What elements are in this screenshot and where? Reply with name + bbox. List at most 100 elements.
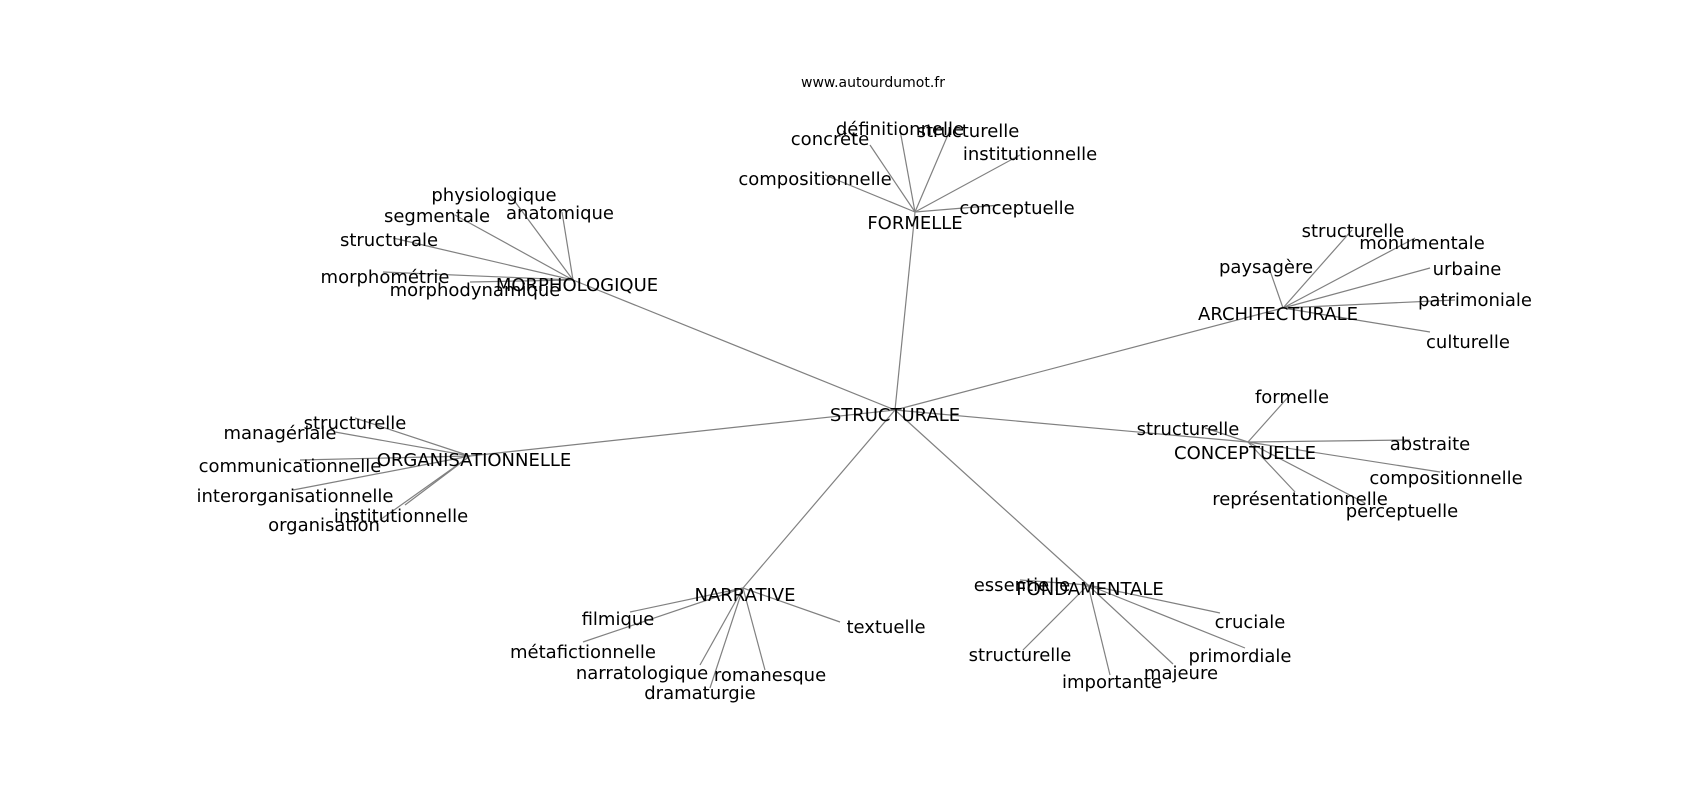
node-hub-morphologique[interactable]: MORPHOLOGIQUE (496, 275, 658, 296)
edge-morphologique-segmentale (454, 214, 574, 281)
edge-organisationnelle-organisation (379, 455, 471, 521)
node-leaf-romanesque[interactable]: romanesque (714, 665, 826, 686)
node-leaf-concrete[interactable]: concrète (791, 129, 869, 150)
node-root-structurale[interactable]: STRUCTURALE (830, 405, 960, 426)
node-leaf-communicationnelle[interactable]: communicationnelle (199, 456, 382, 477)
edge-conceptuelle-abstraite (1247, 439, 1411, 443)
node-leaf-patrimoniale[interactable]: patrimoniale (1418, 290, 1532, 311)
node-hub-conceptuelle[interactable]: CONCEPTUELLE (1174, 443, 1316, 464)
node-leaf-institutionnelle[interactable]: institutionnelle (334, 506, 468, 527)
edge-narrative-dramaturgie (709, 587, 744, 689)
node-leaf-structurelle[interactable]: structurelle (1302, 221, 1405, 242)
node-leaf-textuelle[interactable]: textuelle (846, 617, 925, 638)
edge-formelle-conceptuelle (914, 204, 1001, 213)
edge-morphologique-physiologique (509, 194, 574, 281)
edge-organisationnelle-manageriale (334, 431, 471, 457)
edge-root-narrative (742, 409, 896, 589)
node-leaf-compositionnelle[interactable]: compositionnelle (1369, 468, 1522, 489)
edge-formelle-structurelle (914, 129, 951, 213)
edge-conceptuelle-compositionnelle (1247, 441, 1441, 473)
node-leaf-narratologique[interactable]: narratologique (576, 663, 708, 684)
node-hub-narrative[interactable]: NARRATIVE (695, 585, 796, 606)
node-leaf-structurale[interactable]: structurale (340, 230, 438, 251)
node-leaf-morphodynamique[interactable]: morphodynamique (390, 280, 561, 301)
edge-formelle-definitionnelle (899, 129, 916, 213)
edge-morphologique-structurale (392, 237, 574, 281)
edge-narrative-textuelle (742, 587, 841, 623)
edge-organisationnelle-interorganisationnelle (292, 455, 471, 491)
edge-root-architecturale (894, 307, 1284, 411)
edge-root-fondamentale (894, 409, 1089, 586)
edge-narrative-metafictionnelle (582, 587, 744, 643)
node-hub-architecturale[interactable]: ARCHITECTURALE (1198, 304, 1358, 325)
edge-architecturale-patrimoniale (1282, 299, 1456, 309)
edge-architecturale-urbaine (1282, 267, 1431, 309)
node-leaf-culturelle[interactable]: culturelle (1426, 332, 1510, 353)
node-leaf-organisation[interactable]: organisation (268, 515, 380, 536)
node-leaf-essentielle[interactable]: essentielle (974, 575, 1071, 596)
edge-formelle-compositionnelle (824, 174, 916, 213)
edges-layer (292, 129, 1456, 689)
edge-root-morphologique (572, 279, 896, 411)
labels-layer: STRUCTURALEFORMELLEdéfinitionnellestruct… (197, 119, 1532, 704)
node-leaf-manageriale[interactable]: managériale (223, 423, 336, 444)
node-leaf-filmique[interactable]: filmique (582, 609, 655, 630)
node-leaf-cruciale[interactable]: cruciale (1215, 612, 1286, 633)
edge-organisationnelle-communicationnelle (299, 455, 471, 461)
edge-fondamentale-structurelle (1022, 584, 1089, 651)
edge-formelle-concrete (869, 144, 916, 213)
node-leaf-representationnelle[interactable]: représentationnelle (1212, 489, 1388, 510)
node-hub-formelle[interactable]: FORMELLE (867, 213, 962, 234)
node-leaf-formelle[interactable]: formelle (1255, 387, 1329, 408)
edge-morphologique-morphometrie (382, 271, 574, 281)
node-hub-organisationnelle[interactable]: ORGANISATIONNELLE (377, 450, 572, 471)
edge-architecturale-paysagere (1267, 264, 1284, 309)
edge-conceptuelle-formelle (1247, 394, 1291, 443)
node-leaf-morphometrie[interactable]: morphométrie (321, 267, 450, 288)
node-leaf-dramaturgie[interactable]: dramaturgie (644, 683, 755, 704)
node-leaf-anatomique[interactable]: anatomique (506, 203, 614, 224)
edge-organisationnelle-structurelle (354, 417, 471, 457)
edge-narrative-romanesque (742, 587, 766, 671)
edge-narrative-filmique (629, 587, 744, 613)
node-leaf-paysagere[interactable]: paysagère (1219, 257, 1313, 278)
edge-fondamentale-cruciale (1087, 584, 1221, 614)
edge-conceptuelle-representationnelle (1247, 441, 1296, 493)
node-leaf-segmentale[interactable]: segmentale (384, 206, 490, 227)
node-leaf-institutionnelle[interactable]: institutionnelle (963, 144, 1097, 165)
node-leaf-urbaine[interactable]: urbaine (1433, 259, 1502, 280)
node-leaf-monumentale[interactable]: monumentale (1359, 233, 1485, 254)
node-hub-fondamentale[interactable]: FONDAMENTALE (1016, 579, 1164, 600)
edge-fondamentale-importante (1087, 584, 1111, 676)
node-leaf-interorganisationnelle[interactable]: interorganisationnelle (197, 486, 394, 507)
edge-root-formelle (894, 211, 916, 411)
edge-formelle-institutionnelle (914, 154, 1021, 213)
node-leaf-conceptuelle[interactable]: conceptuelle (959, 198, 1074, 219)
edge-root-conceptuelle (894, 409, 1249, 443)
edge-fondamentale-majeure (1087, 584, 1174, 665)
node-leaf-structurelle[interactable]: structurelle (917, 121, 1020, 142)
node-leaf-majeure[interactable]: majeure (1144, 663, 1218, 684)
edge-fondamentale-primordiale (1087, 584, 1246, 649)
node-leaf-definitionnelle[interactable]: définitionnelle (836, 119, 964, 140)
edge-morphologique-anatomique (561, 211, 574, 281)
node-leaf-compositionnelle[interactable]: compositionnelle (738, 169, 891, 190)
edge-conceptuelle-structurelle (1204, 427, 1249, 443)
edge-conceptuelle-perceptuelle (1247, 441, 1366, 504)
node-leaf-primordiale[interactable]: primordiale (1189, 646, 1292, 667)
edge-narrative-narratologique (699, 587, 744, 666)
edge-morphologique-morphodynamique (469, 279, 574, 283)
edge-architecturale-structurelle (1282, 229, 1353, 309)
edge-architecturale-monumentale (1282, 237, 1416, 309)
watermark-text[interactable]: www.autourdumot.fr (801, 75, 945, 91)
node-leaf-perceptuelle[interactable]: perceptuelle (1346, 501, 1459, 522)
node-leaf-importante[interactable]: importante (1062, 672, 1162, 693)
node-leaf-physiologique[interactable]: physiologique (431, 185, 556, 206)
node-leaf-metafictionnelle[interactable]: métafictionnelle (510, 642, 656, 663)
node-leaf-abstraite[interactable]: abstraite (1390, 434, 1470, 455)
node-leaf-structurelle[interactable]: structurelle (1137, 419, 1240, 440)
node-leaf-structurelle[interactable]: structurelle (969, 645, 1072, 666)
edge-fondamentale-essentielle (1019, 579, 1089, 586)
node-leaf-structurelle[interactable]: structurelle (304, 413, 407, 434)
